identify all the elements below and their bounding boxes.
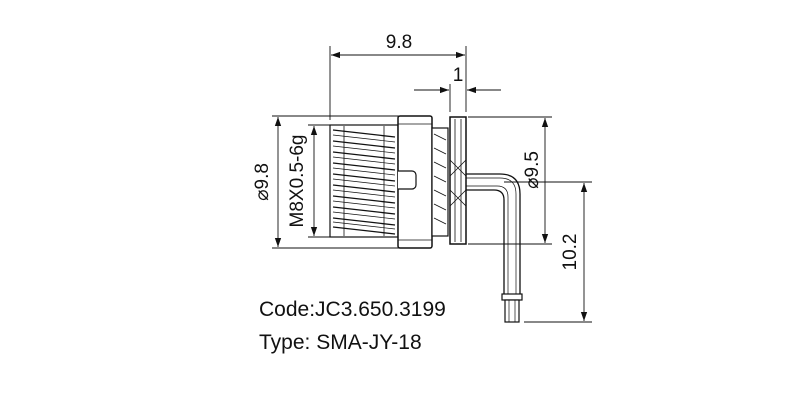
flange [449,116,467,245]
flange-diameter-label: ⌀9.5 [522,151,543,189]
threaded-body [329,124,399,238]
dimension-flange-diameter [468,116,552,245]
product-code: Code:JC3.650.3199 [259,298,446,321]
dimension-pin-length [504,181,592,323]
thread-diameter-label: ⌀9.8 [252,163,273,201]
flange-thickness-label: 1 [453,65,464,86]
dimension-overall-length [329,46,467,120]
overall-length-label: 9.8 [386,32,412,53]
pin-length-label: 10.2 [560,234,581,271]
hex-nut [397,115,433,249]
dimension-thread-diameter [272,115,400,249]
thread-spec-label: M8X0.5-6g [287,135,308,228]
dimension-flange-thickness [414,84,501,112]
product-type: Type: SMA-JY-18 [259,331,422,354]
neck-thread [431,127,449,237]
bent-pin [466,173,523,323]
dimension-thread-spec [308,124,332,238]
